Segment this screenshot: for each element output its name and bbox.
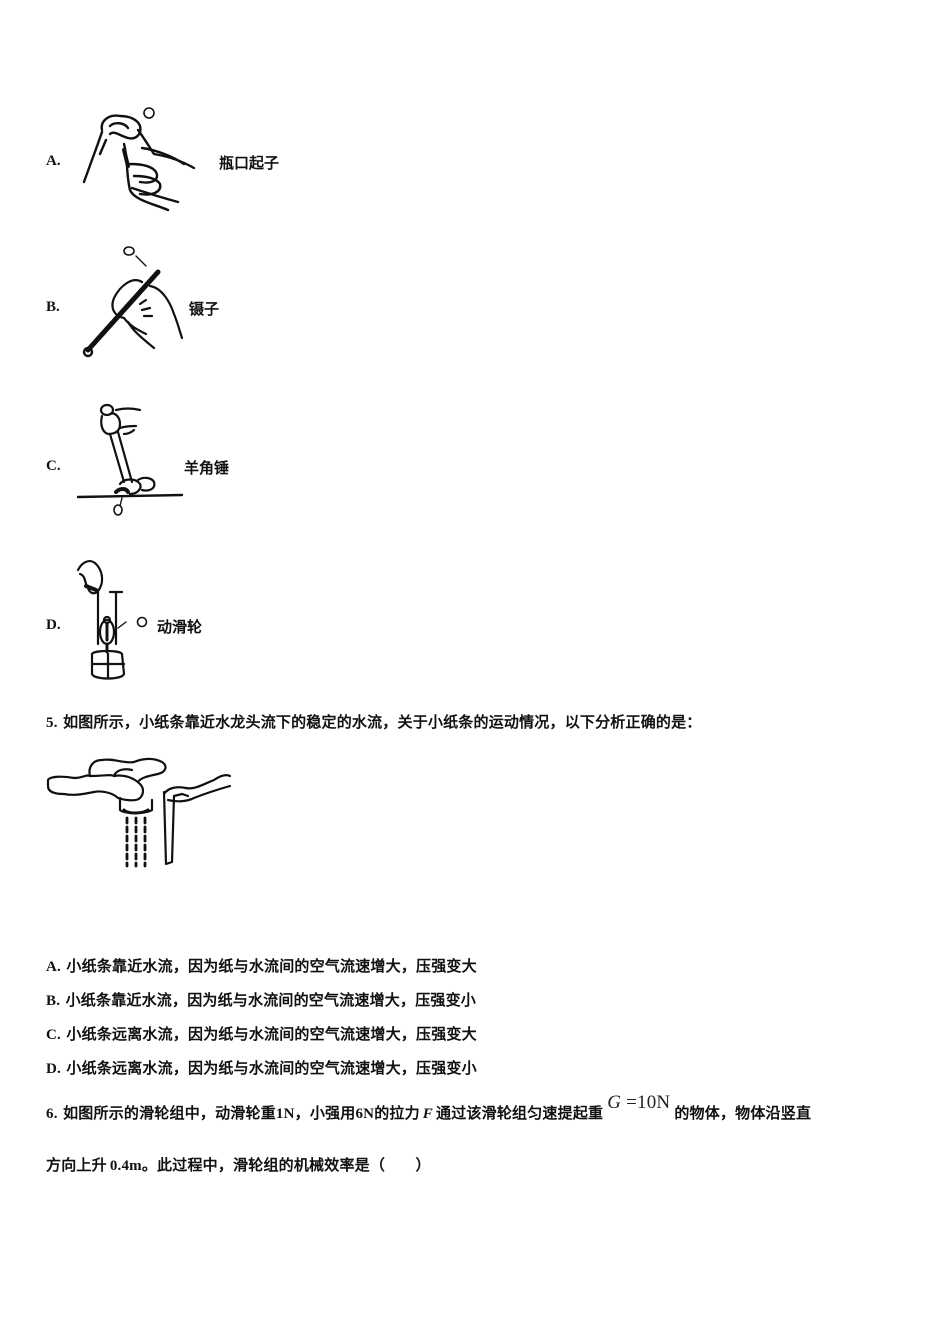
question-5-stem: 5. 如图所示，小纸条靠近水龙头流下的稳定的水流，关于小纸条的运动情况，以下分析… (46, 711, 702, 732)
q6-text-segment: 。此过程中，滑轮组的机械效率是（ ） (141, 1156, 431, 1174)
option-d-name: 动滑轮 (157, 618, 203, 636)
q5-option-c-letter: C. (46, 1027, 61, 1043)
q5-option-a[interactable]: A. 小纸条靠近水流，因为纸与水流间的空气流速增大，压强变大 (46, 955, 477, 976)
q6-weight-symbol: G (607, 1092, 622, 1113)
q6-weight-value: =10N (626, 1092, 671, 1113)
option-c-name: 羊角锤 (184, 459, 230, 477)
q6-text-segment: 的物体，物体沿竖直 (674, 1104, 812, 1122)
q5-option-d-letter: D. (46, 1061, 61, 1077)
q6-text-segment: 方向上升 (46, 1156, 107, 1174)
q6-pulley-weight: 1N (275, 1106, 295, 1122)
option-d-letter: D. (46, 617, 61, 633)
q6-distance: 0.4m (109, 1158, 142, 1174)
faucet-paper-strip-figure (44, 754, 234, 872)
tweezers-figure (80, 242, 184, 360)
option-b-name: 镊子 (189, 300, 220, 318)
q6-text-segment: ，小强用 (294, 1104, 356, 1122)
q5-option-d[interactable]: D. 小纸条远离水流，因为纸与水流间的空气流速增大，压强变小 (46, 1057, 477, 1078)
q5-option-b[interactable]: B. 小纸条靠近水流，因为纸与水流间的空气流速增大，压强变小 (46, 989, 476, 1010)
question-6-number: 6. (46, 1106, 58, 1122)
q6-text-segment: 通过该滑轮组匀速提起重 (436, 1104, 604, 1122)
q5-option-c[interactable]: C. 小纸条远离水流，因为纸与水流间的空气流速增大，压强变大 (46, 1023, 477, 1044)
option-b-letter: B. (46, 299, 60, 315)
q5-option-b-letter: B. (46, 993, 61, 1009)
q6-text-segment: 的拉力 (374, 1104, 420, 1122)
q6-force-symbol: F (422, 1106, 434, 1122)
claw-hammer-figure (76, 398, 186, 518)
movable-pulley-figure (74, 556, 154, 686)
pivot-label-b: O (123, 238, 133, 254)
question-5-number: 5. (46, 715, 58, 731)
q6-weight-formula: G =10N (607, 1092, 670, 1113)
option-c-letter: C. (46, 458, 61, 474)
question-5-text: 如图所示，小纸条靠近水龙头流下的稳定的水流，关于小纸条的运动情况，以下分析正确的… (63, 713, 702, 731)
q5-option-d-text: 小纸条远离水流，因为纸与水流间的空气流速增大，压强变小 (66, 1059, 477, 1077)
option-a-name: 瓶口起子 (219, 154, 280, 172)
q5-option-b-text: 小纸条靠近水流，因为纸与水流间的空气流速增大，压强变小 (65, 991, 476, 1009)
option-a-letter: A. (46, 153, 61, 169)
q5-option-a-text: 小纸条靠近水流，因为纸与水流间的空气流速增大，压强变大 (66, 957, 477, 975)
q5-option-a-letter: A. (46, 959, 61, 975)
q6-pull-force: 6N (355, 1106, 375, 1122)
q6-text-segment: 如图所示的滑轮组中，动滑轮重 (63, 1104, 276, 1122)
bottle-opener-figure (80, 104, 200, 216)
q5-option-c-text: 小纸条远离水流，因为纸与水流间的空气流速增大，压强变大 (66, 1025, 477, 1043)
